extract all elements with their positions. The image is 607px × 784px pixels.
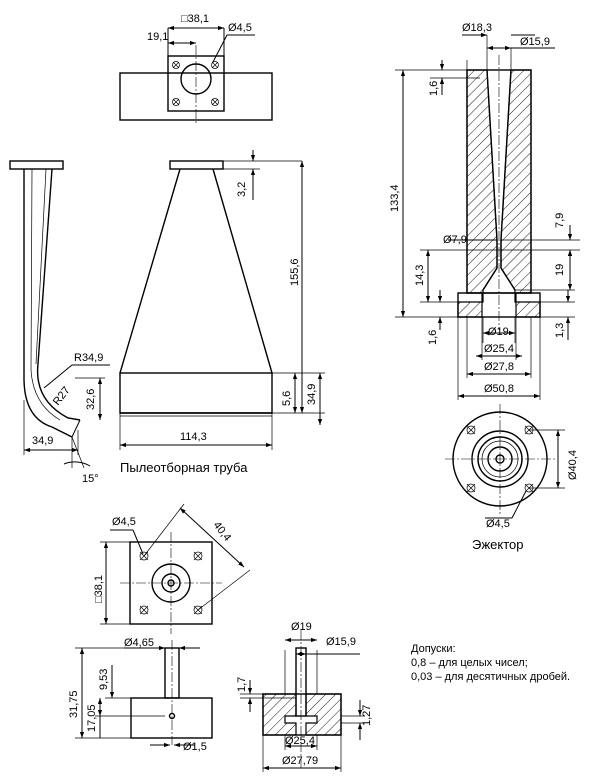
ejector-section: Ø18,3 Ø15,9 1,6 133,4 14,3 1,6 Ø7,9 7,9 …: [389, 22, 580, 400]
dim-ps-31-75: 31,75: [68, 690, 80, 718]
dim-nz-d19: Ø19: [291, 621, 312, 633]
dim-nz-1-7: 1,7: [236, 677, 248, 692]
dim-ej-d7-9: Ø7,9: [443, 234, 467, 246]
dim-ps-9-53: 9,53: [98, 669, 110, 690]
caption-ejector: Эжектор: [472, 537, 524, 552]
dim-tube-34-9-v: 34,9: [306, 384, 318, 405]
dim-top-19-1: 19,1: [147, 31, 168, 43]
notes-line1: 0,8 – для целых чисел;: [411, 657, 528, 669]
dim-side-R34-9: R34,9: [74, 352, 103, 364]
dim-ej-d50-8: Ø50,8: [484, 383, 514, 395]
tube-side-view: 34,9 32,6 R34,9 R27 15°: [9, 160, 110, 485]
dim-ej-1-3: 1,3: [554, 323, 566, 338]
dim-nz-1-27: 1,27: [361, 705, 373, 726]
dim-pl-sq38-1: □38,1: [93, 575, 105, 603]
dim-pl-d4-5: Ø4,5: [112, 516, 136, 528]
dim-pl-40-4: 40,4: [211, 519, 234, 543]
dim-tube-3-2: 3,2: [236, 182, 248, 197]
dim-side-15deg: 15°: [82, 473, 99, 485]
plate-top-view: Ø4,5 40,4 □38,1: [93, 503, 251, 634]
dim-nz-d25-4: Ø25,4: [285, 735, 315, 747]
caption-dust-tube: Пылеотборная труба: [120, 460, 248, 475]
dim-ej-14-3: 14,3: [414, 265, 426, 286]
dim-ps-17-05: 17,05: [86, 704, 98, 732]
dim-ej-d27-8: Ø27,8: [484, 361, 514, 373]
dim-ej-7-9: 7,9: [554, 213, 566, 228]
dim-top-square: □38,1: [181, 13, 209, 25]
dim-side-34-9: 34,9: [32, 435, 53, 447]
dim-side-R27: R27: [51, 385, 73, 408]
dim-ps-d4-65: Ø4,65: [124, 637, 154, 649]
dim-nz-d15-9: Ø15,9: [326, 636, 356, 648]
dim-nz-d27-79: Ø27,79: [282, 755, 318, 767]
dim-ej-d4-5: Ø4,5: [486, 518, 510, 530]
dim-side-32-6: 32,6: [85, 389, 97, 410]
dim-ej-d40-4: Ø40,4: [567, 450, 579, 480]
notes-line2: 0,03 – для десятичных дробей.: [411, 671, 570, 683]
nozzle-section: Ø19 Ø15,9 1,7 1,27 Ø25,4 Ø27,79: [236, 621, 373, 772]
dim-ej-19-v: 19: [554, 264, 566, 276]
dim-ej-15-9: Ø15,9: [520, 36, 550, 48]
notes-title: Допуски:: [411, 643, 456, 655]
plate-side-view: Ø4,65 31,75 9,53 17,05 Ø1,5: [68, 637, 213, 753]
dim-tube-5-6: 5,6: [281, 391, 293, 406]
dim-ej-d25-4: Ø25,4: [484, 343, 514, 355]
ejector-bottom-view: Ø40,4 Ø4,5: [445, 404, 579, 530]
tolerance-notes: Допуски: 0,8 – для целых чисел; 0,03 – д…: [411, 643, 570, 683]
dim-ej-18-3: Ø18,3: [462, 22, 492, 34]
dim-ps-d1-5: Ø1,5: [183, 741, 207, 753]
tube-front-view: 3,2 155,6 5,6 34,9 114,3: [119, 150, 325, 450]
dim-tube-114-3: 114,3: [180, 431, 207, 443]
tube-top-view: □38,1 19,1 Ø4,5: [119, 13, 273, 125]
dim-ej-1-6-top: 1,6: [428, 81, 440, 96]
dim-ej-d19: Ø19: [488, 326, 509, 338]
dim-ej-1-6-bot: 1,6: [427, 330, 439, 345]
dim-top-hole: Ø4,5: [228, 22, 252, 34]
dim-tube-155-6: 155,6: [289, 258, 301, 286]
dim-ej-133-4: 133,4: [389, 184, 401, 212]
